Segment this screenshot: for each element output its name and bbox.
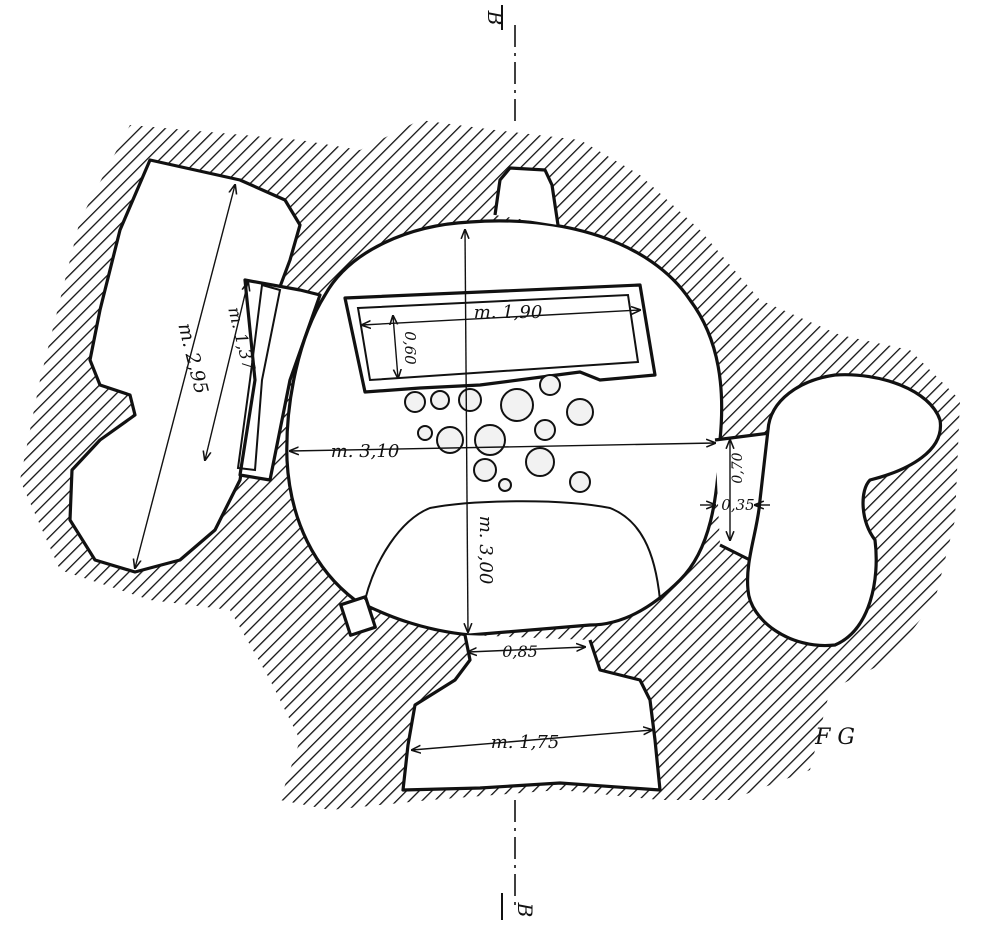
label-main-depth: m. 3,00 — [475, 516, 496, 585]
label-right-passage-width: 0,70 — [730, 452, 746, 483]
top-niche — [493, 166, 560, 226]
section-mark-bottom: B — [513, 902, 537, 918]
right-chamber — [745, 373, 942, 648]
label-right-passage-depth: 0,35 — [721, 496, 754, 514]
dimension-lines — [135, 185, 770, 750]
draughtsman-initials: F G — [814, 725, 855, 750]
label-vestibule-width: m. 1,75 — [491, 732, 560, 753]
section-axis — [501, 5, 516, 920]
corner-block — [339, 595, 377, 637]
label-bench-length: m. 1,90 — [474, 302, 543, 323]
floor-depression — [364, 500, 661, 601]
label-entrance-passage: 0,85 — [502, 642, 538, 661]
label-bench-width: 0,60 — [401, 331, 419, 365]
section-mark-top: B — [483, 10, 507, 26]
left-passage — [238, 278, 322, 482]
label-main-width: m. 3,10 — [331, 441, 400, 462]
